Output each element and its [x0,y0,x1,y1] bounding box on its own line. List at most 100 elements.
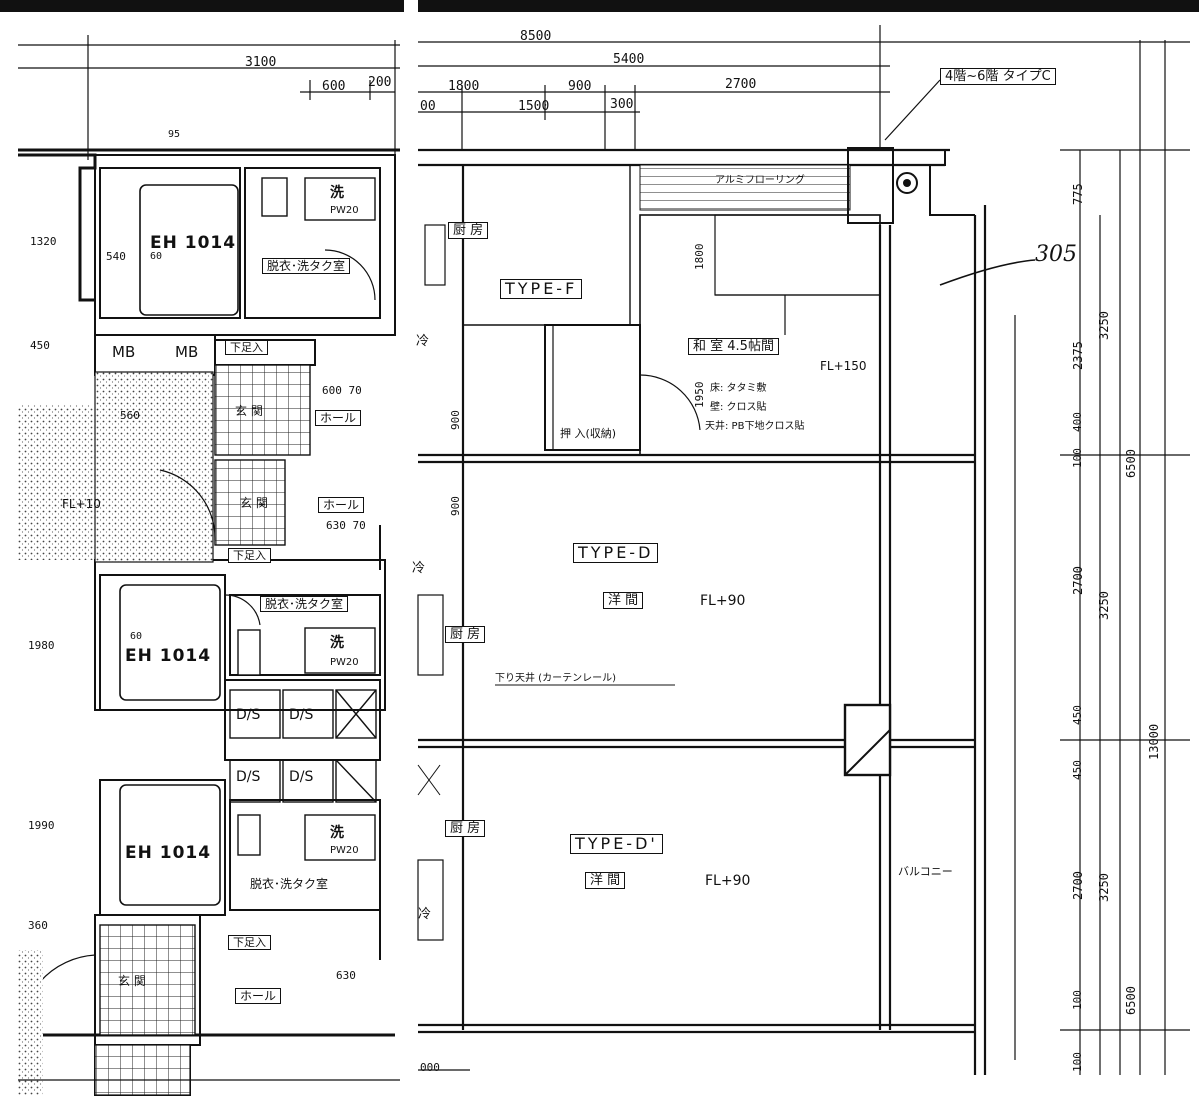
type-f-dim-900: 900 [449,410,462,430]
drain-icon [896,172,918,194]
ds-grid-upper [229,689,377,803]
rdim-13000: 13000 [1147,723,1161,760]
type-f-dim-1800: 1800 [693,243,706,271]
corridor-terrazzo [18,405,93,560]
lower-washer [237,814,261,856]
upper-dim-540: 540 [106,250,126,263]
dim-900: 900 [568,79,592,94]
upper-hall-label: ホール [315,410,362,426]
upper-dressing-label: 脱衣･洗タク室 [262,258,351,274]
type-d2-reizo: 冷 [418,907,432,922]
rdim-100b: 100 [1071,990,1084,1010]
floor-note: 4階~6階 タイプC [940,68,1056,85]
type-d-room: 洋 間 [603,592,644,609]
right-dimension-lines [1014,40,1190,1075]
scan-bar-right [418,0,1199,12]
middle-entrance-label: 玄 関 [240,496,268,510]
middle-bath-label: EH 1014 [125,646,212,666]
rdim-450a: 450 [1071,705,1084,725]
middle-shoe-label: 下足入 [228,548,271,563]
middle-dim-60: 60 [130,631,143,642]
type-d2-balcony: バルコニー [898,865,953,878]
upper-terrazzo [94,371,214,563]
type-d-dim-900: 900 [449,496,462,516]
alum-deck [639,164,851,211]
upper-dim-1320: 1320 [30,235,57,248]
upper-dim-450: 450 [30,339,50,352]
rdim-2700b: 2700 [1071,871,1085,900]
type-d2-fl: FL+90 [705,873,751,889]
annotation-305: 305 [1035,242,1077,267]
type-f-tenjo: 天井: PB下地クロス貼 [705,421,805,432]
middle-pw-label: PW20 [330,657,359,668]
rdim-6500b: 6500 [1124,986,1138,1015]
middle-washer [237,629,261,676]
type-f-kitchen: 厨 房 [448,222,489,239]
type-f-dim-1950: 1950 [693,381,706,409]
type-f-reizo: 冷 [416,334,430,349]
entry-door-swing [159,469,216,541]
dim-600: 600 [322,79,346,94]
dim-8500: 8500 [520,29,552,44]
tatami [714,214,881,296]
type-d-kitchen: 厨 房 [445,626,486,643]
rdim-400: 400 [1071,412,1084,432]
rdim-450b: 450 [1071,760,1084,780]
upper-bath-label: EH 1014 [150,233,237,253]
middle-fl-label: FL+10 [62,497,101,511]
middle-ds1: D/S [236,707,261,723]
dim-1500: 1500 [518,99,550,114]
upper-mb1: MB [112,343,136,361]
lower-washbasin [304,814,376,861]
middle-bathtub [119,584,221,701]
lower-wash-label: 洗 [330,825,344,841]
type-d-reizo: 冷 [412,561,426,576]
note-leader [884,79,941,141]
type-f-kabe: 壁: クロス貼 [710,402,767,413]
structural-column [843,703,892,777]
type-f-aluminum: アルミフローリング [715,175,805,186]
rdim-3250a: 3250 [1097,311,1111,340]
leader-305 [939,259,1036,286]
type-f-label: TYPE-F [500,279,583,299]
upper-pw-label: PW20 [330,205,359,216]
dim-3100: 3100 [245,55,277,70]
lower-entry-tile [94,1044,191,1096]
rdim-6500a: 6500 [1124,449,1138,478]
upper-dim-60: 60 [150,251,163,262]
rdim-3250b: 3250 [1097,591,1111,620]
upper-entrance-label: 玄 関 [235,404,263,418]
upper-bathtub [139,184,239,316]
fridge-d [417,594,444,676]
lower-pw-label: PW20 [330,845,359,856]
upper-dim-95: 95 [168,129,181,140]
upper-shoe-label: 下足入 [225,340,268,355]
type-d2-label: TYPE-D' [570,834,663,854]
rdim-2700a: 2700 [1071,566,1085,595]
scan-bar-left [0,0,404,12]
upper-tile-floor [214,364,311,456]
middle-ds2: D/S [289,707,314,723]
lower-dim-360: 360 [28,919,48,932]
dim-5400: 5400 [613,52,645,67]
rdim-100a: 100 [1071,448,1084,468]
upper-mb2: MB [175,343,199,361]
scan-gap [404,0,418,1098]
dim-2700: 2700 [725,77,757,92]
lower-ds1: D/S [236,769,261,785]
middle-washbasin [304,627,376,674]
type-d-label: TYPE-D [573,543,659,563]
type-d-curtain: 下り天井 (カーテンレール) [495,673,616,684]
rdim-100c: 100 [1071,1052,1084,1072]
lower-ds2: D/S [289,769,314,785]
type-f-yuka: 床: タタミ敷 [710,383,767,394]
rdim-775: 775 [1071,183,1085,205]
type-d-fl: FL+90 [700,593,746,609]
lower-dim-630: 630 [336,969,356,982]
upper-entry-floor [214,459,286,546]
upper-wash-label: 洗 [330,185,344,201]
middle-wash-label: 洗 [330,635,344,651]
lower-dressing-label: 脱衣･洗タク室 [250,877,329,891]
right-walls [418,148,987,1075]
